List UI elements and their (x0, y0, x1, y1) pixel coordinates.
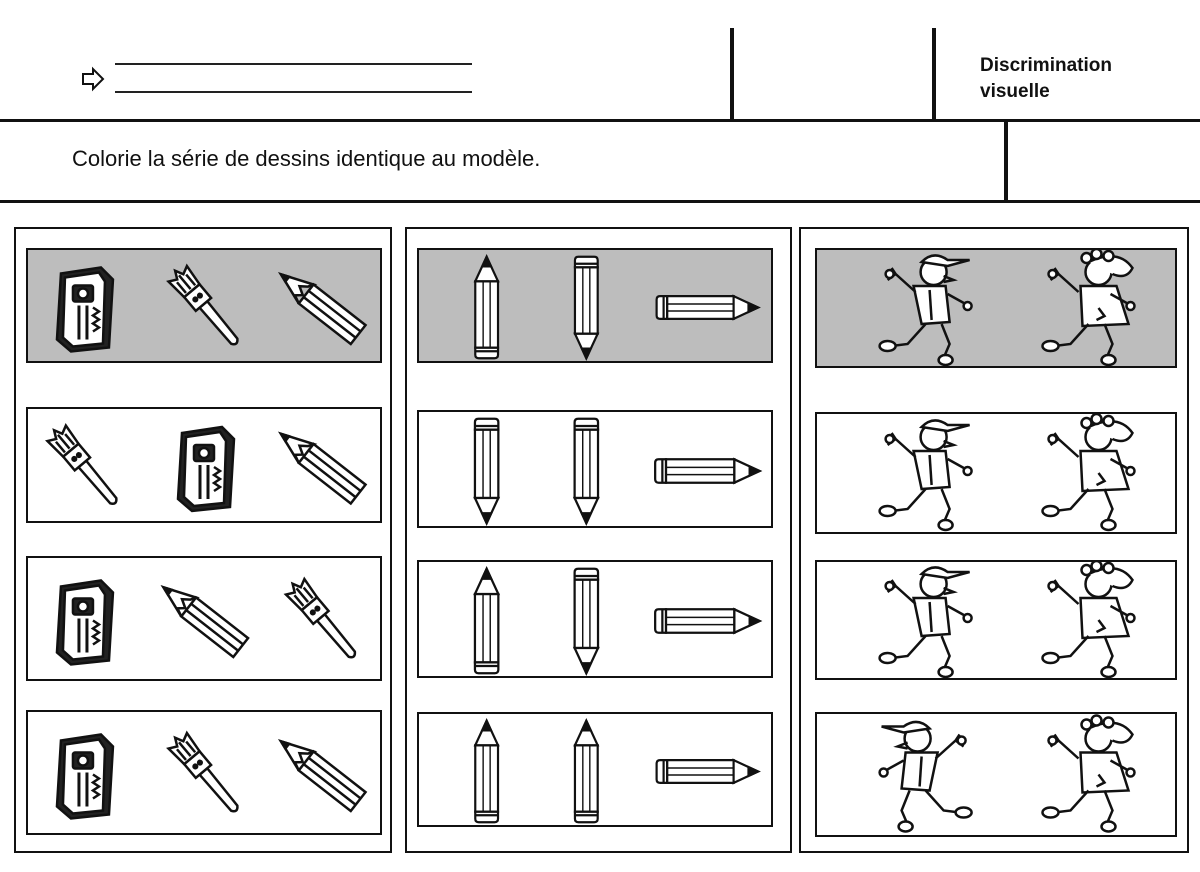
paintbrush-icon (45, 423, 118, 505)
pencil-point-down-icon (573, 255, 600, 361)
row-drawing (473, 566, 763, 676)
header-top-rule (0, 119, 1200, 122)
row-drawing (878, 562, 1136, 679)
row-drawing (55, 263, 368, 353)
pencil-point-right-icon (654, 457, 763, 485)
sharpener-icon (176, 425, 236, 513)
column-running-children (799, 227, 1189, 853)
row-drawing (45, 423, 368, 513)
pencil-point-down-icon (572, 567, 600, 676)
name-line-2[interactable] (115, 91, 472, 93)
pencil-point-up-icon (573, 718, 600, 824)
pencil-point-right-icon (655, 758, 761, 785)
choice-row[interactable] (26, 710, 382, 835)
pencil-point-up-icon (473, 566, 501, 675)
column-school-supplies (14, 227, 392, 853)
header-bottom-rule (0, 200, 1200, 203)
paintbrush-icon (283, 576, 357, 659)
header-divider-1 (730, 28, 734, 120)
name-line-1[interactable] (115, 63, 472, 65)
instruction-text: Colorie la série de dessins identique au… (72, 146, 541, 171)
choice-row[interactable] (26, 407, 382, 523)
tilted-pencil-icon (278, 739, 368, 813)
sharpener-icon (55, 266, 115, 353)
paintbrush-icon (166, 730, 239, 813)
choice-row[interactable] (26, 556, 382, 681)
model-row (26, 248, 382, 363)
model-row (417, 248, 773, 363)
row-drawing (473, 254, 761, 361)
pencil-point-up-icon (473, 254, 500, 360)
pencil-point-up-icon (473, 718, 500, 824)
hollow-right-arrow-icon (82, 66, 105, 92)
tilted-pencil-icon (160, 585, 250, 659)
model-row (815, 248, 1177, 368)
worksheet-title: Discrimination visuelle (980, 53, 1112, 105)
running-boy-icon (878, 254, 973, 367)
running-girl-icon (1041, 714, 1136, 833)
running-girl-icon (1041, 414, 1136, 532)
paintbrush-icon (166, 263, 239, 346)
tilted-pencil-icon (278, 272, 368, 346)
choice-row[interactable] (417, 560, 773, 678)
pencil-point-down-icon (572, 417, 600, 526)
title-line-1: Discrimination (980, 55, 1112, 76)
running-girl-icon (1041, 250, 1136, 367)
running-girl-icon (1041, 562, 1136, 679)
choice-row[interactable] (815, 412, 1177, 534)
row-drawing (878, 250, 1136, 367)
row-drawing (55, 730, 368, 820)
choice-row[interactable] (417, 410, 773, 528)
row-drawing (55, 576, 357, 666)
sharpener-icon (55, 733, 115, 820)
sharpener-icon (55, 579, 115, 666)
choice-row[interactable] (815, 560, 1177, 680)
running-boy-icon (878, 419, 973, 532)
pencil-point-right-icon (654, 607, 763, 635)
choice-row[interactable] (815, 712, 1177, 837)
header-divider-2 (932, 28, 936, 120)
pencil-point-down-icon (473, 417, 501, 526)
title-line-2: visuelle (980, 81, 1050, 102)
column-pencils (405, 227, 792, 853)
row-drawing (878, 714, 1136, 833)
running-boy-left-icon (878, 720, 973, 833)
header-divider-3 (1004, 120, 1008, 202)
row-drawing (473, 718, 761, 824)
choice-row[interactable] (417, 712, 773, 827)
row-drawing (473, 417, 763, 526)
running-boy-icon (878, 566, 973, 679)
tilted-pencil-icon (278, 431, 368, 506)
pencil-point-right-icon (655, 294, 761, 321)
row-drawing (878, 414, 1136, 532)
